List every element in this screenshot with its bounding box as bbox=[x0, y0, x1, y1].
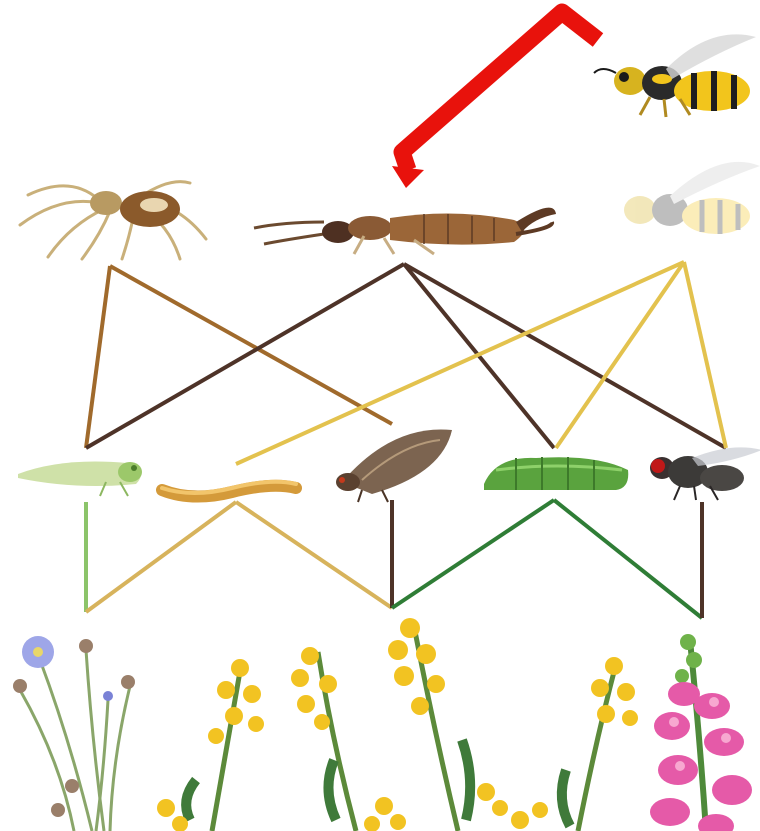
link-wasp-fly bbox=[684, 262, 726, 448]
larva-icon bbox=[162, 482, 296, 497]
replacement-arrow bbox=[392, 12, 598, 188]
yellow-mustard-icon bbox=[562, 657, 638, 831]
link-caterpillar-snapdragon bbox=[554, 500, 702, 618]
flax-flower-icon bbox=[13, 636, 135, 831]
link-caterpillar-mustard bbox=[392, 500, 554, 608]
leafhopper-icon bbox=[18, 462, 142, 496]
caterpillar-icon bbox=[484, 457, 628, 490]
wasp-icon bbox=[624, 162, 760, 234]
predator-links bbox=[86, 262, 726, 464]
earwig-icon bbox=[254, 208, 556, 254]
link-larva-mustard bbox=[236, 502, 392, 608]
link-larva-flax bbox=[86, 502, 236, 612]
yellow-mustard-icon bbox=[388, 618, 548, 831]
link-earwig-fly bbox=[404, 264, 726, 448]
spider-icon bbox=[20, 182, 206, 259]
snapdragon-icon bbox=[650, 634, 752, 831]
moth-icon bbox=[336, 429, 452, 502]
yellow-mustard-icon bbox=[157, 659, 264, 831]
link-earwig-leafhopper bbox=[86, 264, 404, 448]
fly-icon bbox=[650, 447, 760, 500]
yellow-mustard-icon bbox=[291, 647, 406, 831]
arrow-head-icon bbox=[392, 166, 424, 188]
herbivore-links bbox=[86, 500, 702, 618]
link-spider-moth bbox=[110, 266, 392, 424]
link-spider-leafhopper bbox=[86, 266, 110, 448]
wasp-icon bbox=[594, 34, 756, 117]
